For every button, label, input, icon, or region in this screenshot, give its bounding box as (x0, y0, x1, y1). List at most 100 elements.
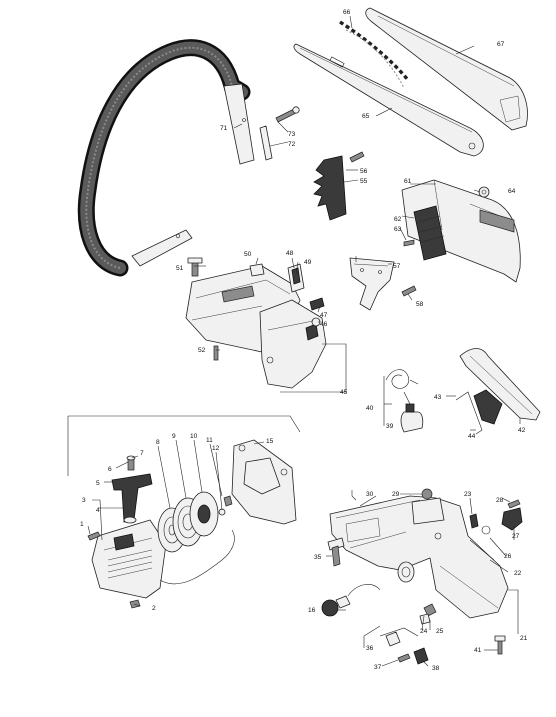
callout-25: 25 (436, 628, 444, 635)
fuel-spring-40 (385, 369, 419, 405)
pin-37 (397, 653, 411, 663)
callout-37: 37 (374, 664, 382, 671)
callout-63: 63 (394, 226, 402, 233)
callout-36: 36 (366, 645, 374, 652)
leader-lines (67, 15, 521, 667)
starter-washer-4 (123, 516, 137, 524)
top-cover (185, 265, 327, 389)
spike-screw-56 (349, 151, 365, 163)
brake-rod-43 (455, 391, 483, 435)
brake-screw-58 (401, 285, 417, 297)
cover-screw-51 (187, 257, 203, 277)
callout-66: 66 (343, 9, 351, 16)
handle-screw-73 (275, 106, 300, 123)
callout-8: 8 (156, 439, 160, 446)
callout-38: 38 (432, 665, 440, 672)
trigger-lock-23 (469, 513, 479, 529)
callout-55: 55 (360, 178, 368, 185)
grommet-47 (309, 297, 325, 311)
callout-73: 73 (288, 131, 296, 138)
callout-65: 65 (362, 113, 370, 120)
callout-50: 50 (244, 251, 252, 258)
callout-labels: 66 67 65 71 73 72 56 55 61 64 62 63 57 5… (80, 9, 528, 672)
callout-9: 9 (172, 433, 176, 440)
spring-26 (481, 525, 491, 535)
starter-screw-1 (87, 531, 101, 541)
fuel-cap-29 (421, 488, 433, 500)
brake-lever-44 (473, 389, 503, 425)
callout-24: 24 (420, 628, 428, 635)
callout-10: 10 (190, 433, 198, 440)
callout-3: 3 (82, 497, 86, 504)
clip-38 (413, 647, 429, 665)
screw-41 (494, 635, 506, 655)
callout-51: 51 (176, 265, 184, 272)
cover-screw-52 (213, 345, 219, 361)
handle-bracket-72 (259, 125, 273, 161)
bumper-spike (313, 155, 347, 221)
starter-cover-plate-15 (231, 439, 297, 525)
callout-47: 47 (320, 312, 328, 319)
callout-71: 71 (220, 125, 228, 132)
callout-52: 52 (198, 347, 206, 354)
screw-35 (327, 537, 345, 567)
trigger-27 (501, 507, 523, 531)
callout-43: 43 (434, 394, 442, 401)
callout-49: 49 (304, 259, 312, 266)
callout-56: 56 (360, 168, 368, 175)
sprocket-cover (401, 179, 521, 283)
callout-26: 26 (504, 553, 512, 560)
starter-screw-2 (129, 599, 141, 609)
callout-11: 11 (206, 437, 213, 444)
callout-16: 16 (308, 607, 316, 614)
throttle-rod-22 (469, 539, 495, 561)
callout-42: 42 (518, 427, 526, 434)
cover-screw-63 (403, 239, 415, 247)
callout-57: 57 (393, 263, 401, 270)
callout-6: 6 (108, 466, 112, 473)
callout-28: 28 (496, 497, 504, 504)
starter-handle-5 (111, 473, 153, 523)
callout-44: 44 (468, 433, 476, 440)
callout-4: 4 (96, 507, 100, 514)
front-handle (77, 39, 255, 277)
callout-58: 58 (416, 301, 424, 308)
callout-41: 41 (474, 647, 482, 654)
fuel-filter-39 (400, 403, 424, 433)
starter-screw-6-7 (126, 455, 136, 471)
callout-48: 48 (286, 250, 294, 257)
callout-15: 15 (266, 438, 274, 445)
callout-46: 46 (320, 321, 328, 328)
callout-2: 2 (152, 605, 156, 612)
cover-knob-50 (249, 263, 265, 277)
callout-62: 62 (394, 216, 402, 223)
callout-67: 67 (497, 41, 505, 48)
saw-chain (339, 20, 410, 89)
hand-guard-42 (459, 348, 541, 421)
callout-21: 21 (520, 635, 528, 642)
callout-29: 29 (392, 491, 400, 498)
callout-61: 61 (404, 178, 412, 185)
bracket-48-49 (287, 263, 305, 293)
oil-cap-16 (321, 584, 381, 617)
starter-housing (91, 519, 167, 599)
callout-5: 5 (96, 480, 100, 487)
callout-7: 7 (140, 450, 144, 457)
callout-39: 39 (386, 423, 394, 430)
callout-22: 22 (514, 570, 522, 577)
callout-27: 27 (512, 533, 520, 540)
guide-bar (293, 43, 484, 157)
starter-rope (159, 529, 235, 585)
starter-pawl-10 (189, 491, 219, 537)
callout-45: 45 (340, 389, 348, 396)
brake-band (349, 257, 395, 311)
callout-12: 12 (212, 445, 220, 452)
callout-72: 72 (288, 141, 296, 148)
pin-28 (507, 499, 521, 509)
rear-handle-tank (329, 495, 509, 619)
callout-23: 23 (464, 491, 472, 498)
clip-36 (385, 631, 401, 647)
callout-35: 35 (314, 554, 322, 561)
callout-40: 40 (366, 405, 374, 412)
